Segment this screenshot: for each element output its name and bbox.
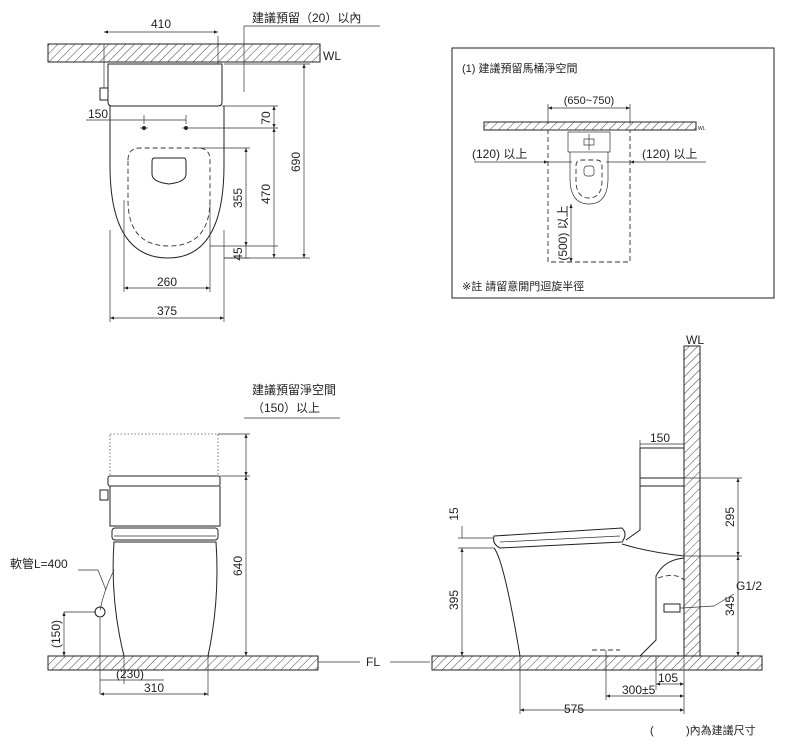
tank-outline: [107, 63, 223, 107]
side-view: WL 150 295 345 G1/2: [431, 333, 763, 716]
side-wall-label: WL: [686, 333, 704, 347]
supply-label: G1/2: [736, 579, 762, 593]
dim-410: 410: [151, 17, 171, 31]
bowl-hole: [151, 157, 187, 185]
clearance-note: ※註 請留意開門迴旋半徑: [462, 279, 584, 293]
front-view: 建議預留淨空間 （150）以上 軟管L=400 FL 640: [10, 383, 430, 696]
side-bowl-back: [639, 557, 685, 657]
footnote-text: )內為建議尺寸: [686, 723, 756, 737]
dim-395: 395: [447, 590, 461, 610]
dim-300: 300±5: [622, 683, 656, 697]
advice-gap-note: 建議預留（20）以內: [252, 11, 361, 25]
top-wall-label: WL: [323, 49, 341, 63]
dim-150-side: 150: [650, 431, 670, 445]
dim-345: 345: [723, 596, 737, 616]
side-bowl-front: [493, 547, 521, 657]
clearance-wall-label: WL: [698, 126, 706, 132]
side-floor: [431, 655, 763, 671]
dim-15: 15: [447, 507, 461, 521]
clearance-zone: [547, 129, 631, 263]
footnote-paren: (: [650, 725, 654, 737]
clearance-wall: [483, 121, 697, 131]
floor-label: FL: [366, 655, 380, 669]
front-lever: [99, 489, 109, 501]
dim-375: 375: [157, 304, 177, 318]
dim-470: 470: [259, 184, 273, 204]
front-clearance-zone: [109, 433, 219, 477]
dim-45: 45: [231, 247, 245, 261]
front-clear-value: （150）以上: [252, 401, 320, 415]
side-seat: [493, 527, 626, 549]
hose-label: 軟管L=400: [10, 556, 68, 571]
dim-640: 640: [231, 556, 245, 576]
dim-295: 295: [723, 507, 737, 527]
dim-690: 690: [289, 152, 303, 172]
side-tank-top: [639, 447, 685, 479]
dim-150-front: (150): [49, 620, 63, 648]
dim-150-top: 150: [88, 107, 108, 121]
side-wall: [683, 345, 701, 657]
flush-lever: [99, 87, 109, 101]
clearance-front: (500) 以上: [556, 205, 570, 260]
front-clear-title: 建議預留淨空間: [252, 383, 336, 397]
clearance-right: (120) 以上: [642, 147, 697, 161]
clearance-left: (120) 以上: [472, 147, 527, 161]
clearance-box: (1) 建議預留馬桶淨空間 (650~750) WL (120) 以上 (120…: [451, 47, 775, 299]
front-tank-lid: [107, 475, 221, 487]
front-bowl: [112, 541, 218, 657]
dim-310: 310: [144, 681, 164, 695]
dim-70: 70: [259, 111, 273, 125]
top-view: WL 410 建議預留（20）以內 150 7: [47, 11, 380, 322]
dim-260: 260: [157, 275, 177, 289]
bowl-outline: [109, 106, 225, 259]
front-seat: [111, 527, 219, 541]
footnote: ( )內為建議尺寸: [650, 723, 756, 737]
dim-355: 355: [231, 188, 245, 208]
front-tank: [109, 486, 221, 527]
seat-opening: [127, 147, 211, 247]
side-angle-valve: [663, 603, 681, 613]
dim-105: 105: [658, 671, 678, 685]
clearance-title: (1) 建議預留馬桶淨空間: [462, 61, 578, 75]
side-tank-lid: [639, 477, 685, 487]
dim-230: (230): [116, 667, 144, 681]
clearance-box-frame: [451, 47, 775, 299]
clearance-width: (650~750): [564, 95, 614, 107]
top-view-wall: [47, 43, 321, 63]
front-floor: [47, 655, 319, 671]
dim-575: 575: [564, 702, 584, 716]
